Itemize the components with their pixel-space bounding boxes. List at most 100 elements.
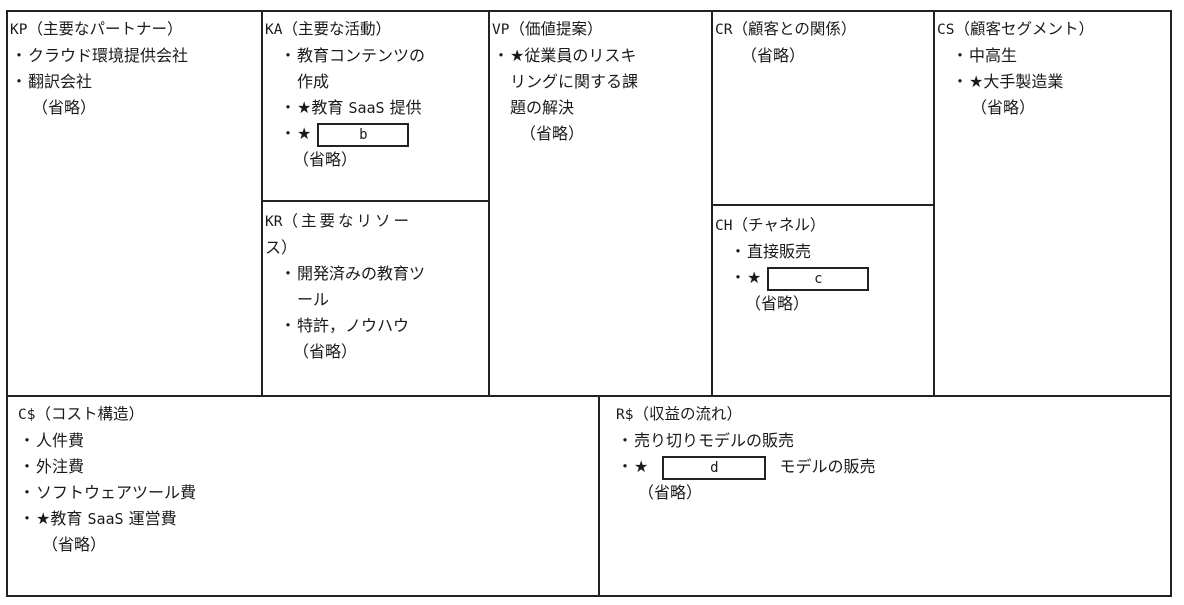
ch-code: CH	[715, 218, 733, 234]
ch-title: （チャネル）	[732, 216, 826, 234]
list-item: ・翻訳会社	[10, 69, 261, 95]
cost-title: （コスト構造）	[35, 405, 144, 423]
ka-item-content-cont: 作成	[297, 72, 330, 91]
ka-item-saas-prefix: ★教育	[297, 98, 344, 117]
kr-code: KR	[265, 214, 283, 230]
ka-item-saas-suffix: 提供	[389, 98, 422, 117]
list-item: ・★ c	[715, 265, 933, 291]
divider-kp-ka	[261, 12, 263, 395]
kp-item-translation: 翻訳会社	[28, 72, 93, 91]
list-item: ・開発済みの教育ツ	[265, 261, 488, 287]
bullet: ・	[18, 431, 35, 450]
list-item: ・★d モデルの販売	[616, 454, 1170, 480]
cr-heading: CR（顧客との関係）	[715, 16, 933, 43]
list-item: ・★大手製造業	[937, 69, 1170, 95]
vp-code: VP	[492, 22, 510, 38]
list-item: ・中高生	[937, 43, 1170, 69]
cost-code: C$	[18, 407, 36, 423]
cr-omit: （省略）	[741, 46, 806, 65]
revenue-item-sale: 売り切りモデルの販売	[634, 431, 795, 450]
cr-title: （顧客との関係）	[732, 20, 857, 38]
list-item: ・★従業員のリスキ	[492, 43, 711, 69]
bullet: ・	[10, 72, 27, 91]
cs-title: （顧客セグメント）	[954, 20, 1094, 38]
ch-heading: CH（チャネル）	[715, 212, 933, 239]
kr-item-tools: 開発済みの教育ツ	[297, 264, 426, 283]
divider-ka-vp	[488, 12, 490, 395]
ka-item-content: 教育コンテンツの	[297, 46, 426, 65]
kr-title-cont: ス）	[265, 238, 298, 257]
ch-cell: CH（チャネル） ・直接販売 ・★ c （省略）	[713, 206, 933, 317]
cost-heading: C$（コスト構造）	[18, 401, 598, 428]
cr-cell: CR（顧客との関係） （省略）	[713, 12, 933, 69]
ka-item-saas-word: SaaS	[348, 99, 385, 117]
revenue-heading: R$（収益の流れ）	[616, 401, 1170, 428]
revenue-code: R$	[616, 407, 634, 423]
cs-item-manufacturing: ★大手製造業	[969, 72, 1064, 91]
list-item: ・特許，ノウハウ	[265, 313, 488, 339]
vp-item-reskilling: ★従業員のリスキ	[510, 46, 637, 65]
divider-ka-kr	[261, 200, 488, 202]
cost-structure-cell: C$（コスト構造） ・人件費 ・外注費 ・ソフトウェアツール費 ・★教育 Saa…	[8, 397, 598, 558]
bullet: ・	[279, 46, 296, 65]
revenue-item-model-sale: モデルの販売	[779, 457, 876, 476]
list-item: ・売り切りモデルの販売	[616, 428, 1170, 454]
kp-item-cloud: クラウド環境提供会社	[28, 46, 189, 65]
kp-heading: KP（主要なパートナー）	[10, 16, 261, 43]
cs-code: CS	[937, 22, 955, 38]
list-item: ・★b	[265, 121, 488, 147]
list-item: ・ソフトウェアツール費	[18, 480, 598, 506]
vp-item-reskilling-cont2: 題の解決	[510, 98, 575, 117]
cost-omit: （省略）	[42, 535, 107, 554]
bullet: ・	[729, 268, 746, 287]
bullet: ・	[616, 457, 633, 476]
vp-heading: VP（価値提案）	[492, 16, 711, 43]
kp-omit: （省略）	[32, 98, 97, 117]
vp-title: （価値提案）	[509, 20, 603, 38]
bullet: ・	[951, 72, 968, 91]
list-item: ・クラウド環境提供会社	[10, 43, 261, 69]
list-item: ・直接販売	[715, 239, 933, 265]
kp-title: （主要なパートナー）	[27, 20, 183, 38]
kr-omit: （省略）	[293, 342, 358, 361]
ka-omit: （省略）	[293, 150, 358, 169]
cost-item-saas-word: SaaS	[87, 510, 124, 528]
divider-cr-cs	[933, 12, 935, 395]
divider-top-bottom	[8, 395, 1170, 397]
vp-item-reskilling-cont: リングに関する課	[510, 72, 639, 91]
star-icon: ★	[747, 268, 762, 287]
ch-item-direct: 直接販売	[747, 242, 812, 261]
list-item: ・★教育 SaaS 運営費	[18, 506, 598, 532]
cr-code: CR	[715, 22, 733, 38]
revenue-title: （収益の流れ）	[633, 405, 742, 423]
ka-cell: KA（主要な活動） ・教育コンテンツの 作成 ・★教育 SaaS 提供 ・★b …	[263, 12, 488, 173]
cs-item-students: 中高生	[969, 46, 1018, 65]
business-model-canvas: KP（主要なパートナー） ・クラウド環境提供会社 ・翻訳会社 （省略） KA（主…	[6, 10, 1172, 597]
ch-omit: （省略）	[745, 294, 810, 313]
cost-item-saas-suffix: 運営費	[128, 509, 177, 528]
bullet: ・	[18, 457, 35, 476]
list-item: ・★教育 SaaS 提供	[265, 95, 488, 121]
revenue-stream-cell: R$（収益の流れ） ・売り切りモデルの販売 ・★d モデルの販売 （省略）	[600, 397, 1170, 506]
bullet: ・	[10, 46, 27, 65]
blank-box-c: c	[767, 266, 870, 291]
kp-code: KP	[10, 22, 28, 38]
cost-item-saas-prefix: ★教育	[36, 509, 83, 528]
bullet: ・	[18, 509, 35, 528]
list-item: ・教育コンテンツの	[265, 43, 488, 69]
cs-heading: CS（顧客セグメント）	[937, 16, 1170, 43]
cost-item-software: ソフトウェアツール費	[36, 483, 197, 502]
blank-box-b: b	[317, 122, 410, 147]
star-icon: ★	[297, 124, 312, 143]
bullet: ・	[279, 98, 296, 117]
bullet: ・	[616, 431, 633, 450]
bullet: ・	[951, 46, 968, 65]
cs-cell: CS（顧客セグメント） ・中高生 ・★大手製造業 （省略）	[935, 12, 1170, 121]
revenue-omit: （省略）	[638, 483, 703, 502]
divider-vp-cr	[711, 12, 713, 395]
bullet: ・	[279, 316, 296, 335]
kr-item-patent: 特許，ノウハウ	[297, 316, 410, 335]
ka-heading: KA（主要な活動）	[265, 16, 488, 43]
blank-box-d: d	[662, 455, 767, 480]
kr-item-tools-cont: ール	[297, 290, 330, 309]
